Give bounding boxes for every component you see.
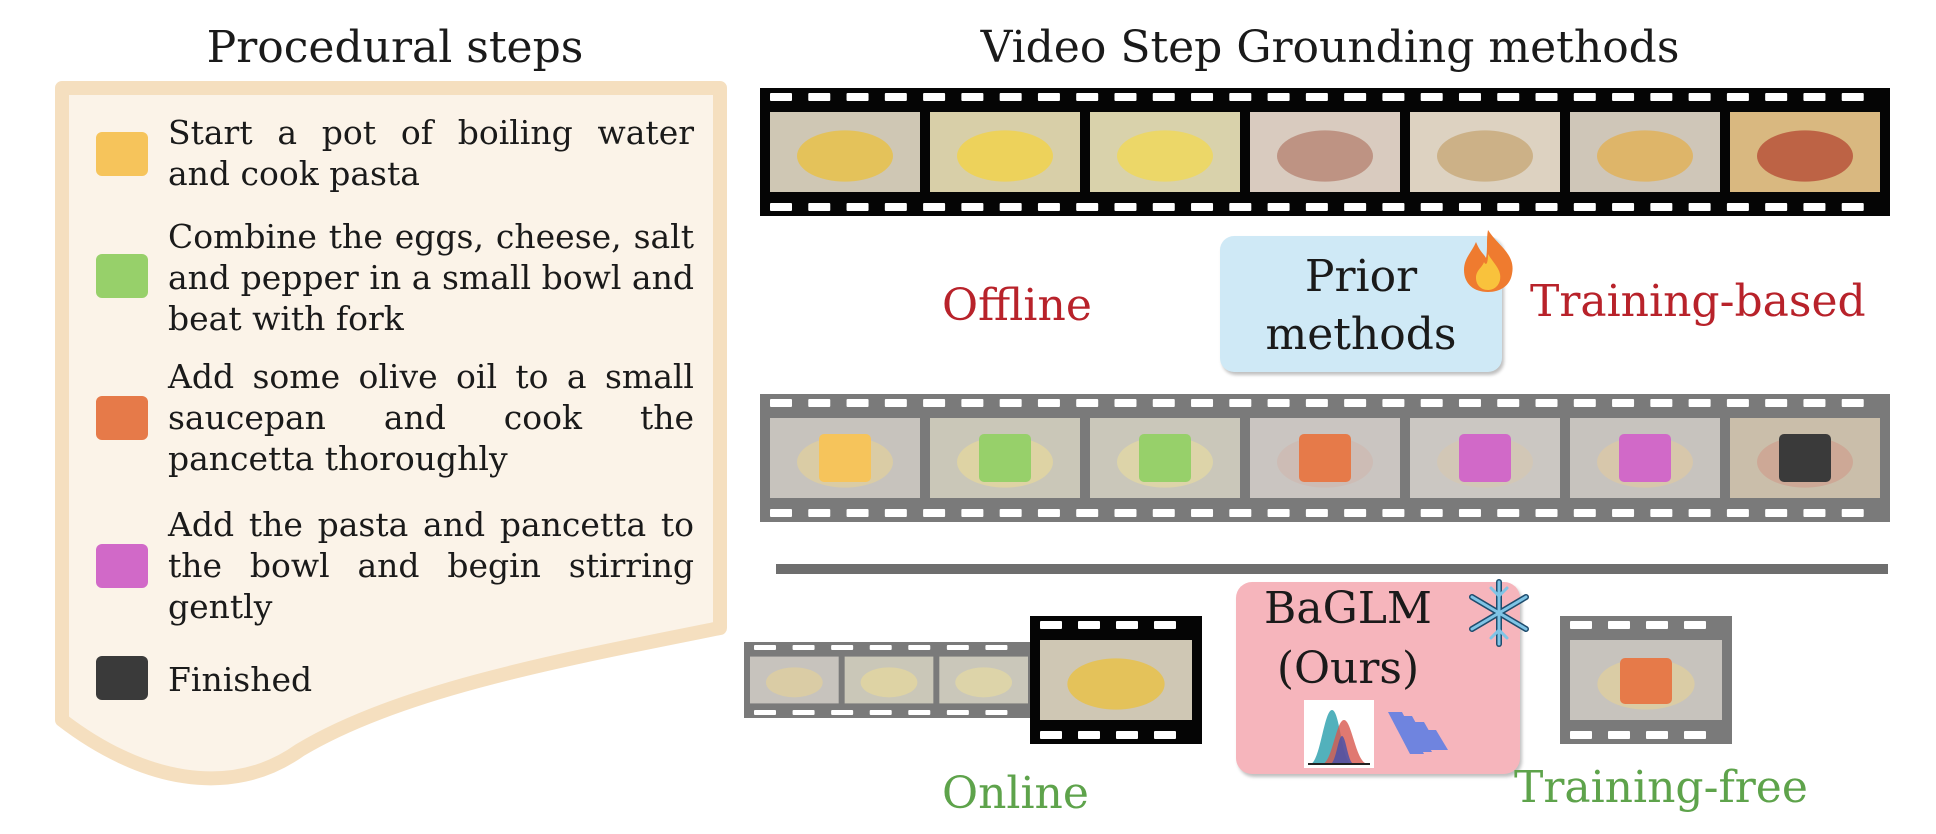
prior-methods-box	[1220, 236, 1502, 372]
grounded-filmstrip	[760, 394, 1890, 522]
prior-methods-label-line2: methods	[1265, 309, 1457, 360]
steps-panel	[55, 81, 727, 786]
vsg-methods-heading: Video Step Grounding methods	[980, 22, 1680, 73]
video-frame	[1250, 112, 1400, 192]
video-frame	[844, 656, 934, 704]
grounding-marker	[1139, 434, 1191, 482]
ours-box	[1236, 582, 1520, 774]
grounding-marker	[979, 434, 1031, 482]
video-frame	[1040, 640, 1192, 720]
training-free-output-frame	[1560, 616, 1732, 744]
video-frame	[930, 112, 1080, 192]
grounding-marker	[1779, 434, 1831, 482]
step-3-text: Add some olive oil to a small saucepan a…	[168, 357, 694, 478]
grounding-marker	[1619, 434, 1671, 482]
step-4-swatch	[96, 544, 148, 588]
grounding-marker	[1459, 434, 1511, 482]
video-frame	[770, 112, 920, 192]
online-past-filmstrip	[744, 642, 1034, 718]
video-frame	[1410, 112, 1560, 192]
section-divider	[776, 564, 1888, 574]
finished-swatch	[96, 656, 148, 700]
video-frame	[939, 656, 1028, 704]
video-frame	[1090, 112, 1240, 192]
training-based-label: Training-based	[1530, 276, 1866, 327]
grounding-marker	[1299, 434, 1351, 482]
video-frame	[750, 656, 839, 704]
online-current-frame	[1030, 616, 1202, 744]
ours-label-line2: (Ours)	[1276, 643, 1420, 694]
offline-label: Offline	[942, 280, 1092, 331]
prior-methods-label-line1: Prior	[1304, 251, 1418, 302]
distribution-icon	[1304, 700, 1374, 768]
step-3-swatch	[96, 396, 148, 440]
step-1-text: Start a pot of boiling water and cook pa…	[168, 113, 694, 193]
step-1-swatch	[96, 132, 148, 176]
video-frame	[1730, 112, 1880, 192]
online-label: Online	[942, 768, 1089, 819]
prediction-marker	[1620, 658, 1672, 704]
fire-icon	[1464, 230, 1513, 292]
grounding-marker	[819, 434, 871, 482]
training-free-label: Training-free	[1514, 762, 1808, 813]
ours-label-line1: BaGLM	[1264, 583, 1432, 634]
model-icon	[1388, 712, 1448, 754]
video-frame	[1570, 112, 1720, 192]
step-2-swatch	[96, 254, 148, 298]
snowflake-icon	[1469, 579, 1529, 647]
video-filmstrip	[760, 88, 1890, 216]
finished-text: Finished	[168, 660, 313, 699]
step-4-text: Add the pasta and pancetta to the bowl a…	[168, 505, 694, 626]
step-2-text: Combine the eggs, cheese, salt and peppe…	[168, 217, 694, 338]
procedural-steps-heading: Procedural steps	[206, 22, 584, 73]
